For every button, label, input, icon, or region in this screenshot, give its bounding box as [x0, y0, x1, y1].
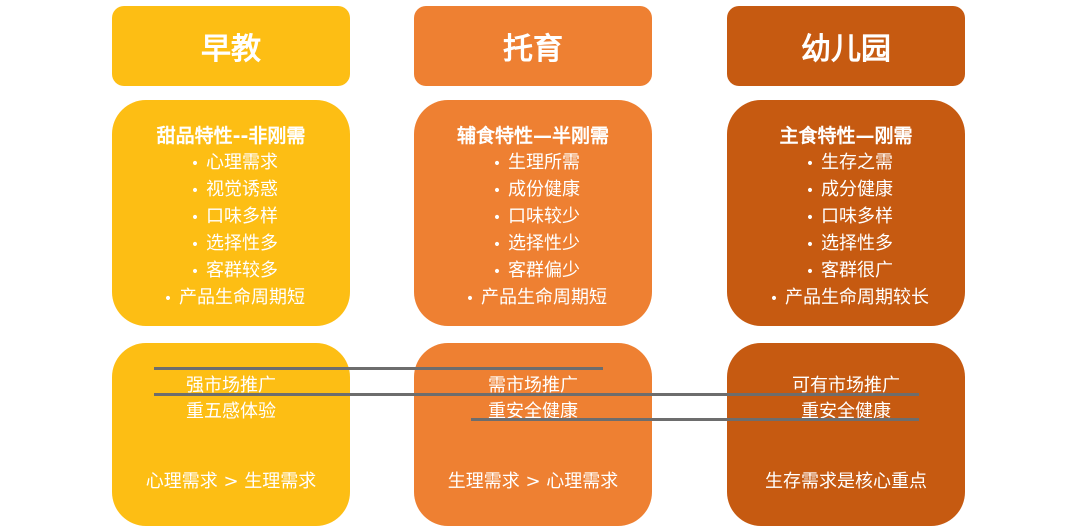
- bullet-icon: •: [492, 210, 502, 226]
- needs-comparison: 心理需求 > 生理需求: [145, 471, 317, 492]
- bottom-panel-childcare: 需市场推广 重安全健康 生理需求 > 心理需求: [414, 343, 652, 526]
- strategy-line-1: 可有市场推广: [792, 375, 900, 396]
- feature-list: •心理需求 •视觉诱惑 •口味多样 •选择性多 •客群较多 •产品生命周期短: [157, 150, 305, 312]
- strategy-line-1: 强市场推广: [186, 375, 276, 396]
- bullet-icon: •: [805, 237, 815, 253]
- bullet-icon: •: [190, 264, 200, 280]
- list-item: •选择性少: [459, 231, 607, 258]
- bullet-icon: •: [805, 156, 815, 172]
- bullet-icon: •: [190, 156, 200, 172]
- strategy-line-2: 重安全健康: [488, 401, 578, 422]
- panel-kindergarten: 主食特性—刚需 •生存之需 •成分健康 •口味多样 •选择性多 •客群很广 •产…: [727, 100, 965, 326]
- bullet-icon: •: [769, 291, 779, 307]
- header-label: 幼儿园: [801, 32, 891, 67]
- connector-line: [154, 367, 603, 370]
- header-early-education: 早教: [112, 6, 350, 86]
- panel-early-education: 甜品特性--非刚需 •心理需求 •视觉诱惑 •口味多样 •选择性多 •客群较多 …: [112, 100, 350, 326]
- list-item: •产品生命周期短: [157, 285, 305, 312]
- bullet-icon: •: [492, 156, 502, 172]
- panel-title: 主食特性—刚需: [779, 125, 913, 147]
- bullet-icon: •: [190, 210, 200, 226]
- bullet-icon: •: [163, 291, 173, 307]
- connector-line: [154, 393, 919, 396]
- list-item: •产品生命周期较长: [763, 285, 929, 312]
- bullet-icon: •: [805, 210, 815, 226]
- list-item: •客群偏少: [459, 258, 607, 285]
- bullet-icon: •: [492, 237, 502, 253]
- bullet-icon: •: [805, 183, 815, 199]
- feature-list: •生理所需 •成份健康 •口味较少 •选择性少 •客群偏少 •产品生命周期短: [459, 150, 607, 312]
- needs-comparison: 生存需求是核心重点: [765, 471, 927, 492]
- bullet-icon: •: [492, 183, 502, 199]
- list-item: •成份健康: [459, 177, 607, 204]
- strategy-line-2: 重安全健康: [801, 401, 891, 422]
- list-item: •客群很广: [763, 258, 929, 285]
- bullet-icon: •: [190, 237, 200, 253]
- list-item: •口味多样: [763, 204, 929, 231]
- needs-comparison: 生理需求 > 心理需求: [447, 471, 619, 492]
- list-item: •生理所需: [459, 150, 607, 177]
- list-item: •生存之需: [763, 150, 929, 177]
- header-kindergarten: 幼儿园: [727, 6, 965, 86]
- bullet-icon: •: [805, 264, 815, 280]
- bullet-icon: •: [465, 291, 475, 307]
- bottom-panel-kindergarten: 可有市场推广 重安全健康 生存需求是核心重点: [727, 343, 965, 526]
- bottom-panel-early-education: 强市场推广 重五感体验 心理需求 > 生理需求: [112, 343, 350, 526]
- list-item: •选择性多: [157, 231, 305, 258]
- header-label: 早教: [201, 32, 261, 67]
- header-childcare: 托育: [414, 6, 652, 86]
- list-item: •客群较多: [157, 258, 305, 285]
- feature-list: •生存之需 •成分健康 •口味多样 •选择性多 •客群很广 •产品生命周期较长: [763, 150, 929, 312]
- list-item: •选择性多: [763, 231, 929, 258]
- list-item: •口味多样: [157, 204, 305, 231]
- panel-childcare: 辅食特性—半刚需 •生理所需 •成份健康 •口味较少 •选择性少 •客群偏少 •…: [414, 100, 652, 326]
- list-item: •心理需求: [157, 150, 305, 177]
- bullet-icon: •: [492, 264, 502, 280]
- strategy-line-2: 重五感体验: [186, 401, 276, 422]
- panel-title: 辅食特性—半刚需: [456, 125, 609, 147]
- header-label: 托育: [503, 32, 563, 67]
- strategy-line-1: 需市场推广: [488, 375, 578, 396]
- bullet-icon: •: [190, 183, 200, 199]
- list-item: •口味较少: [459, 204, 607, 231]
- panel-title: 甜品特性--非刚需: [156, 125, 306, 147]
- list-item: •成分健康: [763, 177, 929, 204]
- connector-line: [471, 418, 919, 421]
- list-item: •产品生命周期短: [459, 285, 607, 312]
- list-item: •视觉诱惑: [157, 177, 305, 204]
